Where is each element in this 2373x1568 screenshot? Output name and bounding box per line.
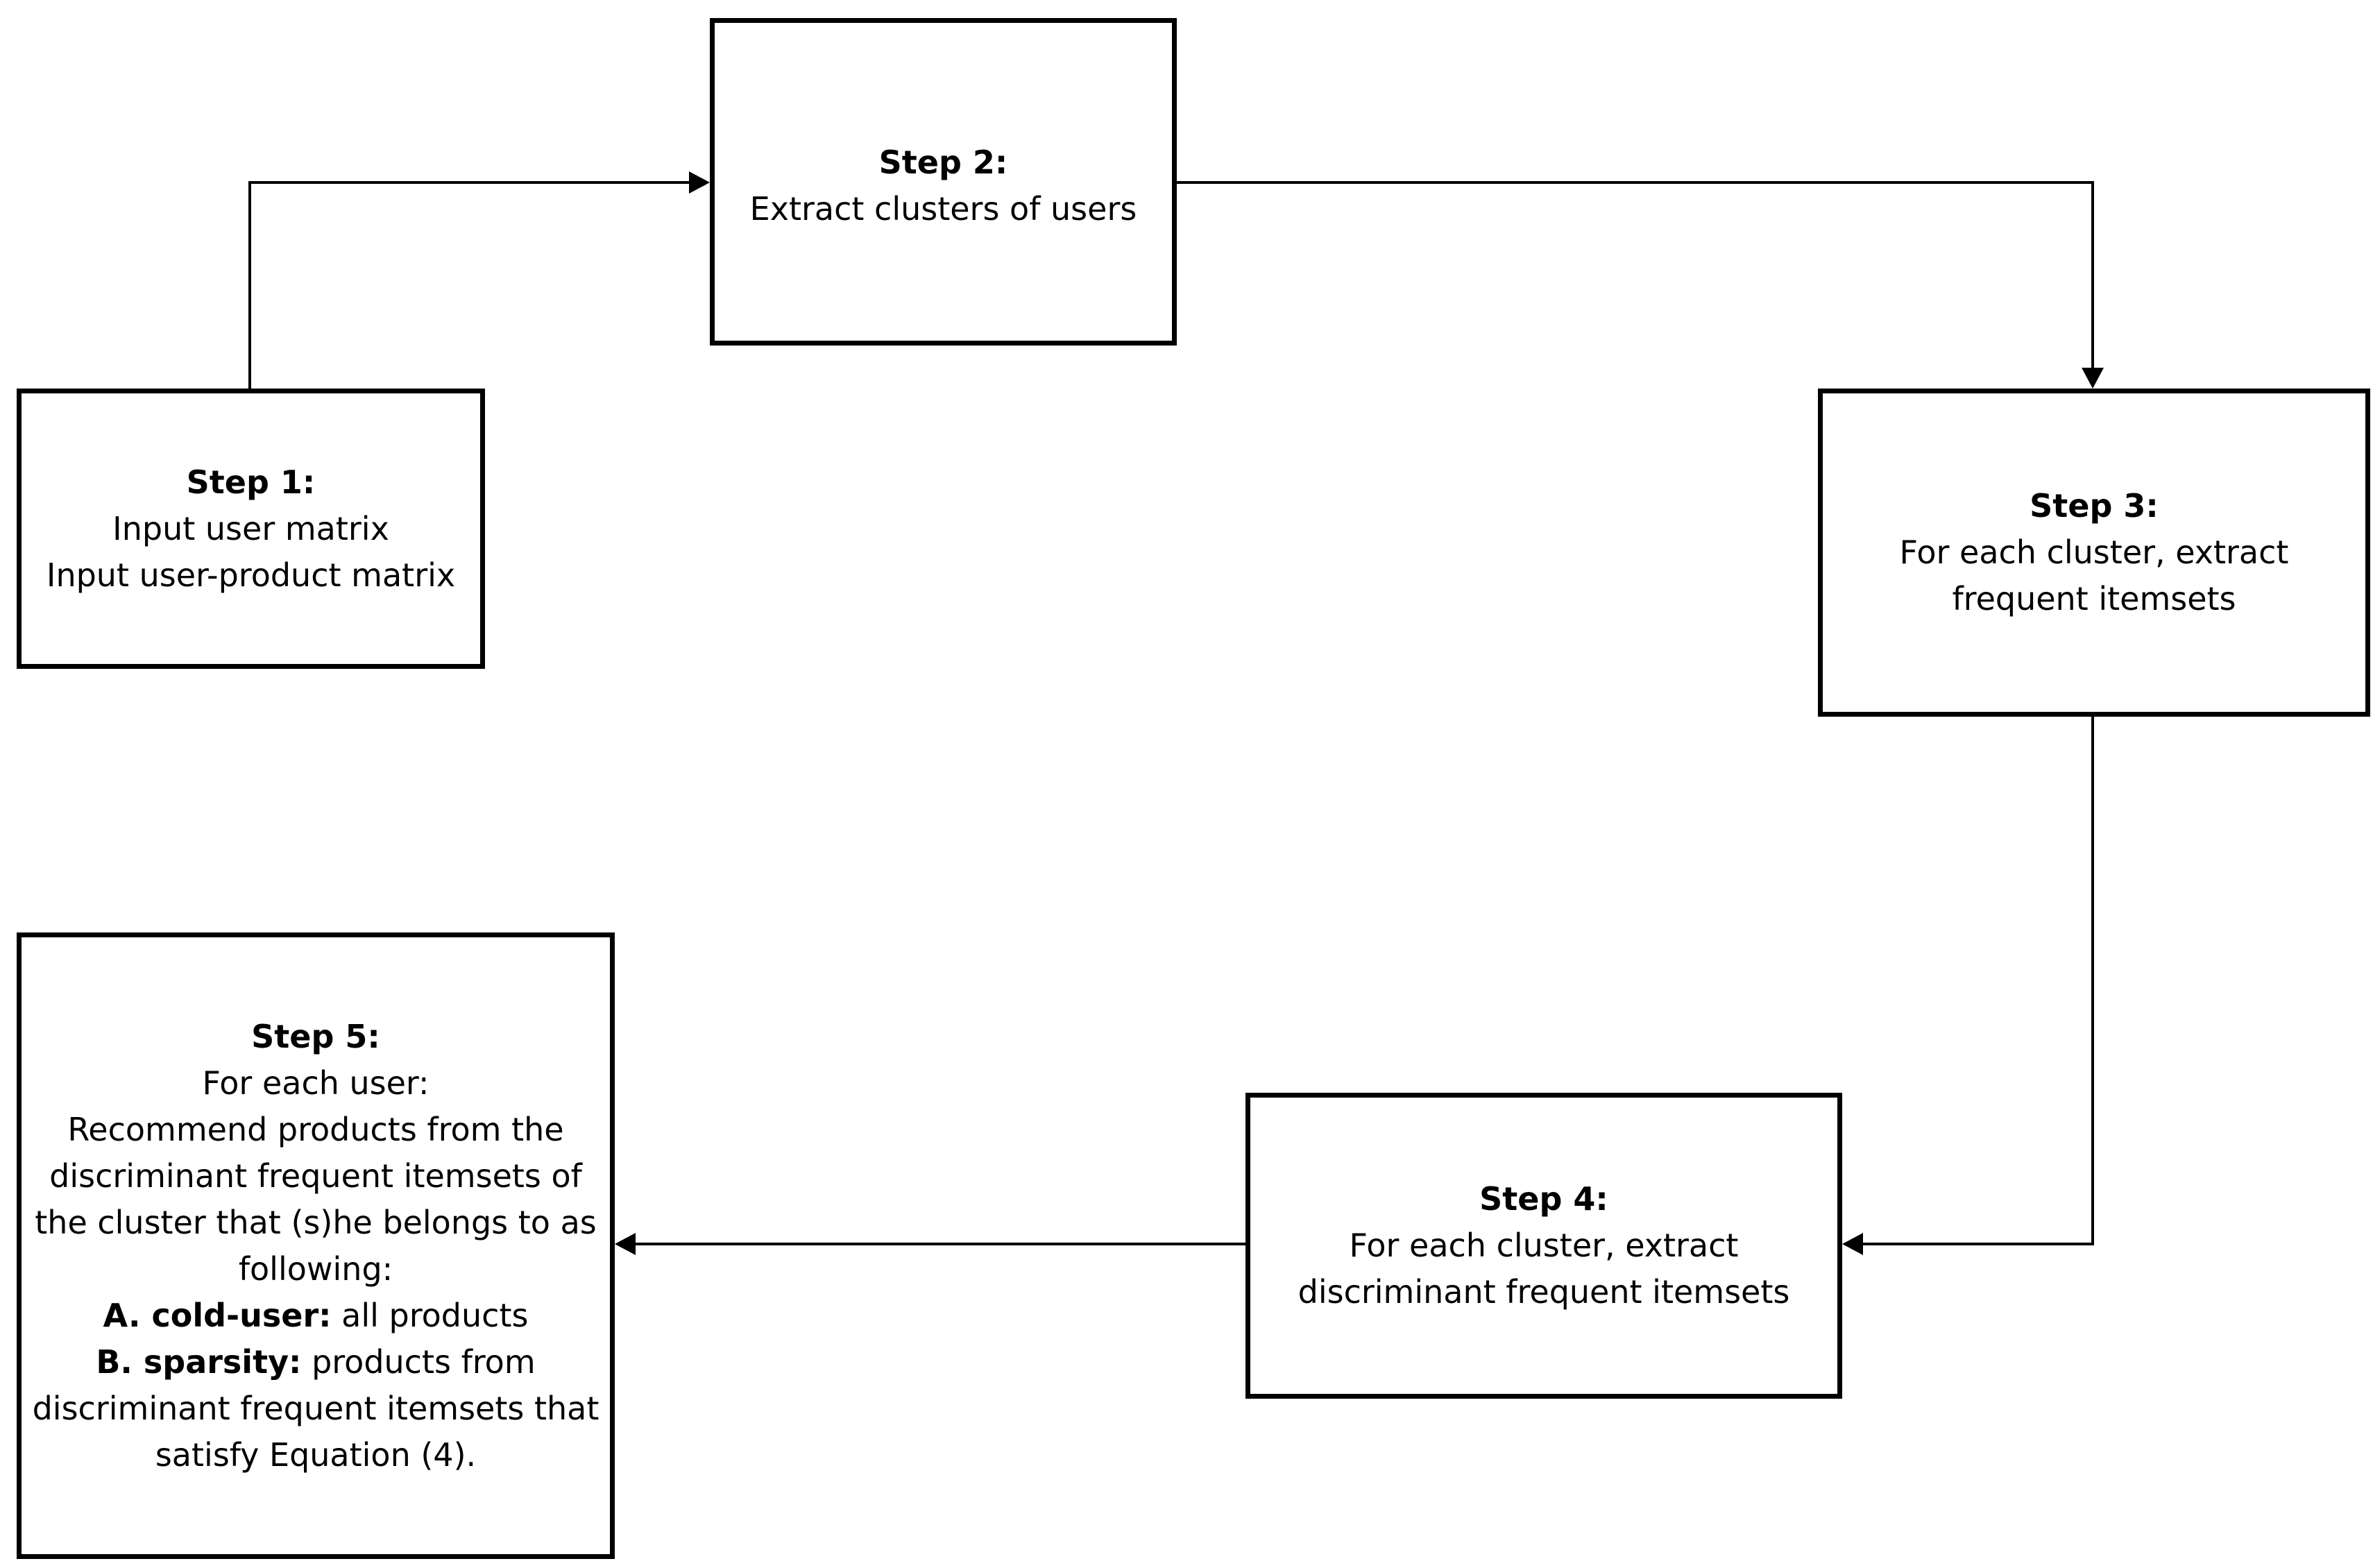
arrowhead-step3 bbox=[2082, 368, 2104, 389]
step-5-line-4: the cluster that (s)he belongs to as bbox=[35, 1203, 597, 1241]
step-3-box: Step 3: For each cluster, extract freque… bbox=[1818, 389, 2370, 717]
step-5-option-b: B. sparsity: products from bbox=[96, 1339, 535, 1386]
arrow-step1-to-step2 bbox=[248, 181, 694, 389]
step-4-title: Step 4: bbox=[1479, 1180, 1608, 1218]
step-2-title: Step 2: bbox=[878, 144, 1008, 181]
option-a-label: A. cold-user: bbox=[103, 1296, 332, 1334]
option-b-text: products from bbox=[301, 1343, 536, 1381]
arrow-step2-to-step3 bbox=[1177, 181, 2094, 371]
step-1-box: Step 1: Input user matrix Input user-pro… bbox=[17, 389, 485, 669]
arrowhead-step2 bbox=[689, 171, 710, 194]
step-5-tail-line-1: discriminant frequent itemsets that bbox=[32, 1389, 599, 1427]
step-3-line-2: frequent itemsets bbox=[1952, 580, 2236, 617]
step-4-line-1: For each cluster, extract bbox=[1349, 1227, 1739, 1264]
step-1-line-1: Input user matrix bbox=[112, 509, 389, 547]
arrowhead-step5 bbox=[615, 1233, 636, 1255]
step-1-title: Step 1: bbox=[186, 463, 316, 501]
step-4-line-2: discriminant frequent itemsets bbox=[1298, 1273, 1790, 1311]
arrow-step3-to-step4 bbox=[1860, 717, 2094, 1245]
step-2-line-1: Extract clusters of users bbox=[749, 190, 1137, 228]
step-5-title: Step 5: bbox=[251, 1017, 380, 1055]
step-1-line-2: Input user-product matrix bbox=[46, 556, 456, 594]
step-2-box: Step 2: Extract clusters of users bbox=[710, 18, 1177, 346]
step-5-line-3: discriminant frequent itemsets of bbox=[49, 1157, 582, 1195]
step-5-option-a: A. cold-user: all products bbox=[103, 1293, 529, 1339]
step-4-box: Step 4: For each cluster, extract discri… bbox=[1245, 1093, 1842, 1399]
step-5-line-5: following: bbox=[238, 1250, 393, 1288]
step-5-tail-line-2: satisfy Equation (4). bbox=[155, 1435, 477, 1474]
step-3-title: Step 3: bbox=[2030, 487, 2159, 525]
option-a-text: all products bbox=[331, 1296, 529, 1334]
step-5-line-1: For each user: bbox=[202, 1064, 429, 1102]
step-5-box: Step 5: For each user: Recommend product… bbox=[17, 932, 615, 1559]
step-3-line-1: For each cluster, extract bbox=[1899, 534, 2289, 571]
step-5-line-2: Recommend products from the bbox=[67, 1110, 564, 1148]
option-b-label: B. sparsity: bbox=[96, 1343, 302, 1381]
arrowhead-step4 bbox=[1842, 1233, 1863, 1255]
